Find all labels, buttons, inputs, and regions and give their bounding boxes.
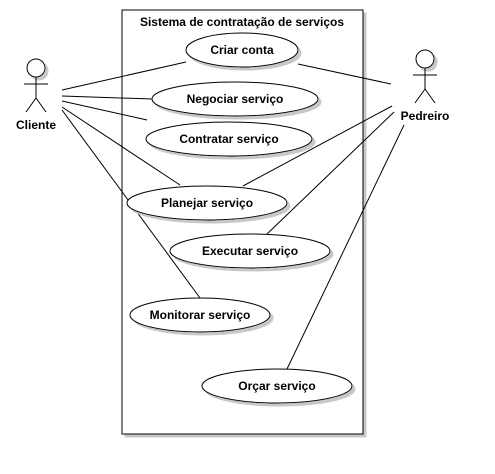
association-line-pedreiro-orcar xyxy=(286,124,405,370)
use-case-orcar-servico[interactable]: Orçar serviço xyxy=(201,368,353,404)
use-case-contratar-servico[interactable]: Contratar serviço xyxy=(145,121,313,157)
association-line-pedreiro-planejar xyxy=(242,105,393,187)
use-case-monitorar-servico[interactable]: Monitorar serviço xyxy=(129,297,271,333)
use-cases: Criar conta Negociar serviço Contratar s… xyxy=(126,32,353,404)
use-case-label: Contratar serviço xyxy=(179,132,278,146)
actor-name: Pedreiro xyxy=(401,109,450,123)
association-line-pedreiro-criar xyxy=(297,63,392,85)
system-boundary: Sistema de contratação de serviços xyxy=(121,9,364,435)
actor-cliente[interactable]: Cliente xyxy=(16,58,56,132)
use-case-label: Criar conta xyxy=(210,43,274,57)
use-case-label: Planejar serviço xyxy=(161,196,253,210)
association-line-pedreiro-executar xyxy=(266,111,395,235)
use-case-criar-conta[interactable]: Criar conta xyxy=(185,32,299,68)
use-case-label: Orçar serviço xyxy=(238,379,315,393)
association-line-cliente-criar xyxy=(61,61,187,91)
use-case-label: Negociar serviço xyxy=(187,92,284,106)
use-case-negociar-servico[interactable]: Negociar serviço xyxy=(151,81,319,117)
association-line-cliente-negociar xyxy=(61,95,153,100)
use-case-executar-servico[interactable]: Executar serviço xyxy=(169,233,331,269)
use-case-label: Monitorar serviço xyxy=(150,308,251,322)
use-case-planejar-servico[interactable]: Planejar serviço xyxy=(126,185,288,221)
system-title: Sistema de contratação de serviços xyxy=(140,15,344,29)
stick-figure-icon xyxy=(413,49,437,104)
actor-pedreiro[interactable]: Pedreiro xyxy=(401,49,450,123)
association-line-cliente-contratar xyxy=(61,100,148,121)
associations xyxy=(61,61,405,370)
stick-figure-icon xyxy=(24,58,48,113)
association-line-cliente-planejar xyxy=(61,106,181,186)
use-case-label: Executar serviço xyxy=(202,244,298,258)
actor-name: Cliente xyxy=(16,118,56,132)
